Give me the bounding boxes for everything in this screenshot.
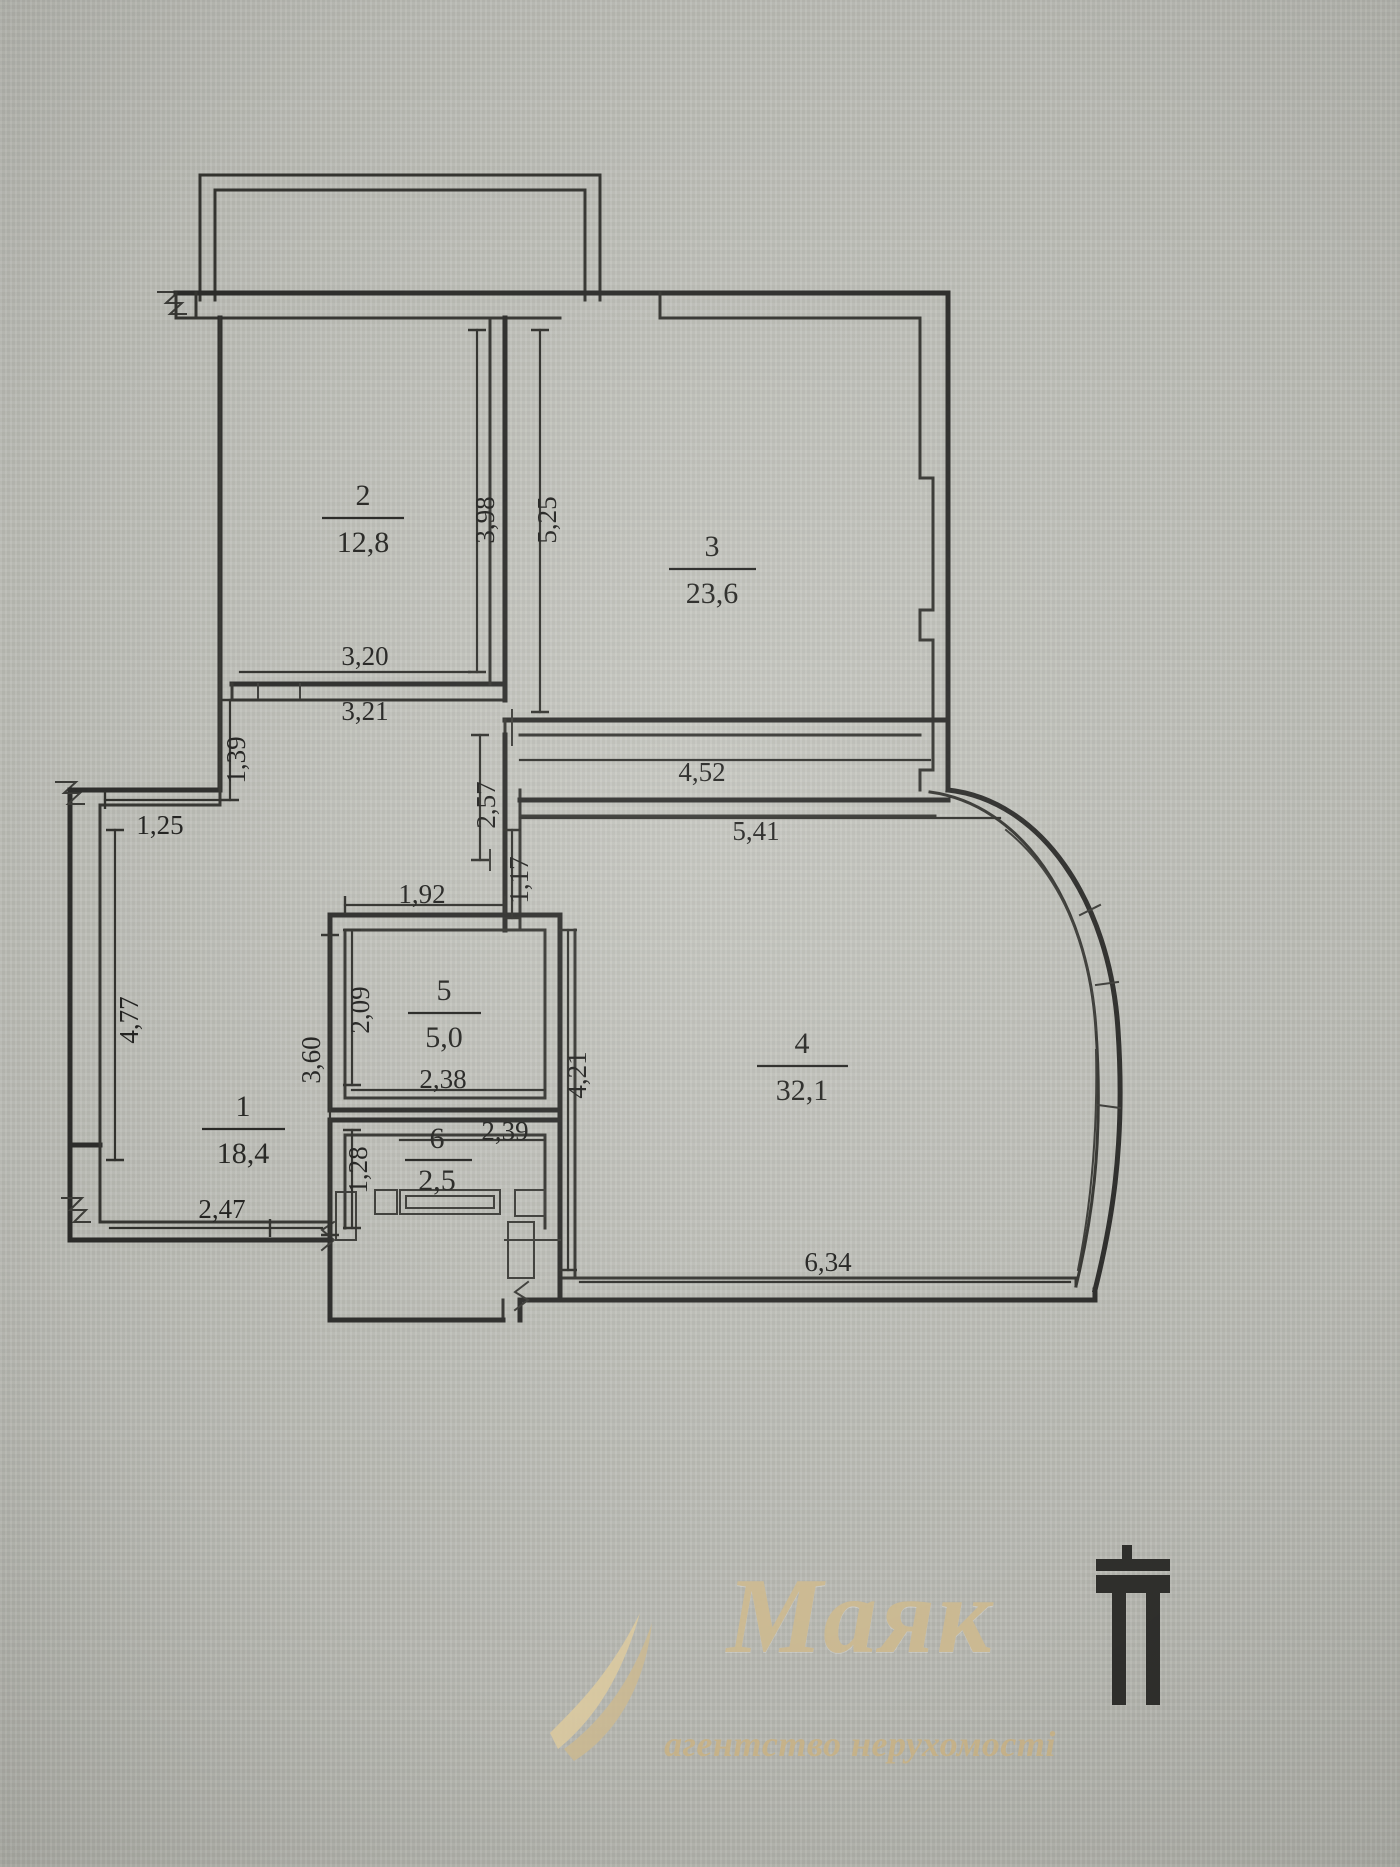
room-label-3: 3 23,6 [669,530,756,610]
dim-3-98: 3,98 [470,496,500,543]
dim-1-25: 1,25 [136,810,183,840]
room-2-area: 12,8 [337,526,390,559]
room-5-number: 5 [437,974,452,1007]
dimension-lines [103,328,1072,1284]
room-3-number: 3 [705,530,720,563]
room-2-number: 2 [356,479,371,512]
dim-4-52: 4,52 [678,757,725,787]
room-6-area: 2,5 [418,1164,456,1197]
dim-2-38: 2,38 [419,1064,466,1094]
dim-4-21: 4,21 [562,1051,592,1098]
dim-3-20: 3,20 [341,641,388,671]
dim-1-92: 1,92 [398,879,445,909]
dim-2-09: 2,09 [345,986,375,1033]
dim-4-77: 4,77 [114,996,144,1043]
room-label-2: 2 12,8 [322,479,404,559]
dim-2-39: 2,39 [481,1116,528,1146]
dim-2-57: 2,57 [471,781,501,828]
dim-1-17: 1,17 [504,856,534,903]
dimension-labels: 3,98 5,25 3,20 3,21 1,39 1,25 2,57 1,17 … [114,496,852,1277]
room-5-area: 5,0 [425,1021,463,1054]
room-3-area: 23,6 [686,577,739,610]
outer-walls [55,290,1123,1323]
balcony-top [198,173,602,302]
room-1-area: 18,4 [217,1137,270,1170]
dim-2-47: 2,47 [198,1194,245,1224]
room-label-1: 1 18,4 [202,1090,285,1170]
room-4-number: 4 [795,1027,810,1060]
interior-walls [229,315,951,1303]
dim-5-25: 5,25 [532,496,562,543]
room-6-number: 6 [430,1122,445,1155]
room-4-area: 32,1 [776,1074,829,1107]
dim-1-39: 1,39 [221,736,251,783]
room-label-4: 4 32,1 [757,1027,848,1107]
dim-1-28: 1,28 [343,1146,373,1193]
room-label-5: 5 5,0 [408,974,481,1054]
dim-5-41: 5,41 [732,816,779,846]
room-1-number: 1 [236,1090,251,1123]
room-label-6: 6 2,5 [405,1122,472,1197]
dim-3-21: 3,21 [341,696,388,726]
dim-6-34: 6,34 [804,1247,852,1277]
dim-3-60: 3,60 [296,1036,326,1083]
